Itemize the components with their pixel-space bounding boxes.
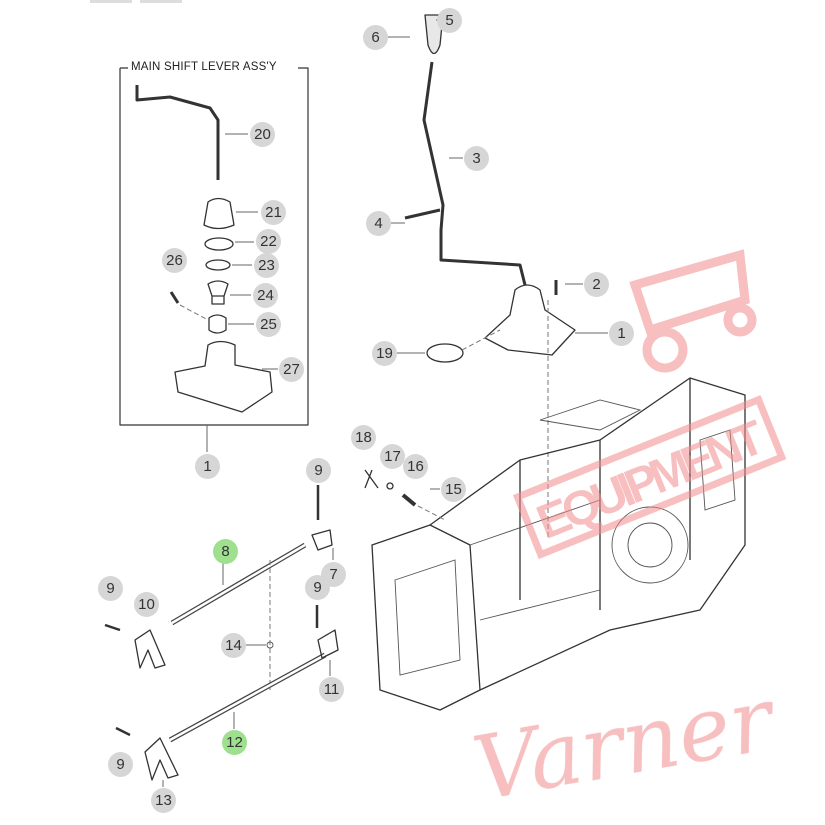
callout-part-4[interactable]: 4 [366, 211, 391, 236]
washer-23 [205, 259, 231, 271]
ball-14 [266, 641, 274, 649]
callout-part-16[interactable]: 16 [403, 454, 428, 479]
callout-part-10[interactable]: 10 [134, 592, 159, 617]
callout-part-20[interactable]: 20 [250, 122, 275, 147]
ball-25 [208, 314, 227, 334]
callout-part-5[interactable]: 5 [437, 8, 462, 33]
callout-part-27[interactable]: 27 [279, 357, 304, 382]
pin-9c [104, 623, 121, 632]
callout-part-12[interactable]: 12 [222, 730, 247, 755]
pin-4 [404, 208, 441, 220]
tab-stub [90, 0, 132, 3]
cover-27 [174, 340, 273, 413]
fork-11 [317, 629, 339, 659]
spring-seat-24 [207, 280, 229, 305]
callout-part-13[interactable]: 13 [151, 788, 176, 813]
pin-9d [115, 726, 131, 737]
spring-16 [401, 493, 417, 507]
ring-22 [204, 237, 234, 251]
callout-part-21[interactable]: 21 [261, 200, 286, 225]
callout-part-22[interactable]: 22 [256, 229, 281, 254]
callout-part-17[interactable]: 17 [380, 444, 405, 469]
callout-part-9[interactable]: 9 [306, 458, 331, 483]
callout-part-15[interactable]: 15 [441, 477, 466, 502]
fork-13 [144, 737, 179, 781]
transmission-housing [371, 377, 746, 711]
detent-18 [364, 469, 379, 489]
pin-26 [169, 291, 180, 304]
callout-part-19[interactable]: 19 [372, 341, 397, 366]
callout-part-23[interactable]: 23 [254, 253, 279, 278]
callout-part-9[interactable]: 9 [108, 752, 133, 777]
fork-7 [311, 529, 333, 551]
clamp-19 [426, 343, 464, 363]
assembly-box-frame [119, 67, 309, 426]
callout-part-3[interactable]: 3 [464, 146, 489, 171]
callout-part-8[interactable]: 8 [213, 539, 238, 564]
callout-part-11[interactable]: 11 [319, 677, 344, 702]
callout-part-26[interactable]: 26 [162, 248, 187, 273]
ball-17 [386, 482, 394, 490]
callout-part-9[interactable]: 9 [98, 576, 123, 601]
lever-20 [135, 85, 220, 180]
fork-10 [134, 629, 166, 669]
cover-assembly-1 [484, 284, 576, 356]
lever-3 [422, 61, 527, 286]
callout-part-1[interactable]: 1 [609, 321, 634, 346]
callout-part-1[interactable]: 1 [195, 454, 220, 479]
assembly-box-title: MAIN SHIFT LEVER ASS'Y [128, 61, 280, 73]
callout-part-14[interactable]: 14 [221, 633, 246, 658]
callout-part-2[interactable]: 2 [584, 272, 609, 297]
callout-part-25[interactable]: 25 [256, 312, 281, 337]
callout-part-6[interactable]: 6 [363, 25, 388, 50]
tab-stub [140, 0, 182, 3]
boot-21 [203, 197, 235, 230]
callout-part-24[interactable]: 24 [253, 283, 278, 308]
callout-part-18[interactable]: 18 [351, 425, 376, 450]
callout-part-9[interactable]: 9 [305, 575, 330, 600]
